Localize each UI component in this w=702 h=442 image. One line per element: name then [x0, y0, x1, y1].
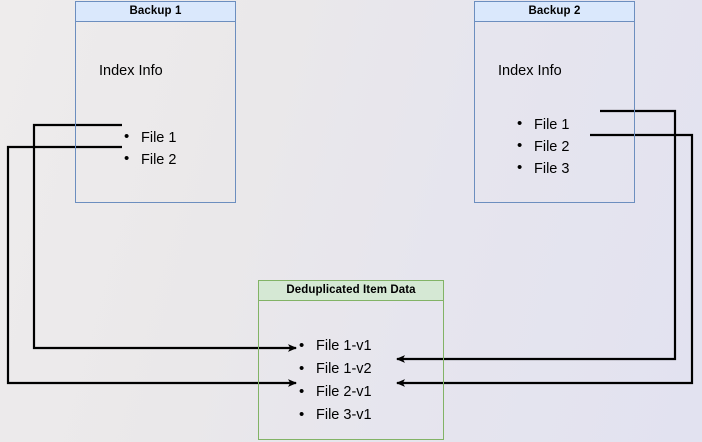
list-item: File 2 [517, 135, 569, 158]
list-item: File 1 [124, 126, 176, 149]
list-item: File 1-v2 [299, 357, 372, 381]
node-deduplicated-item-data[interactable]: Deduplicated Item Data File 1-v1 File 1-… [258, 280, 444, 440]
node-dedup-body: File 1-v1 File 1-v2 File 2-v1 File 3-v1 [258, 301, 444, 440]
node-backup-1[interactable]: Backup 1 Index Info File 1 File 2 [75, 1, 236, 203]
list-item: File 3-v1 [299, 403, 372, 427]
backup-1-index-label: Index Info [99, 63, 163, 79]
list-item: File 2-v1 [299, 380, 372, 404]
connector-backup2-file2-to-file2v1 [396, 133, 694, 387]
node-backup-2[interactable]: Backup 2 Index Info File 1 File 2 File 3 [474, 1, 635, 203]
connector-backup1-file1-to-file1v1 [32, 123, 297, 352]
backup-2-index-label: Index Info [498, 63, 562, 79]
connector-backup2-file1-to-file1v2 [396, 109, 677, 363]
list-item: File 1 [517, 113, 569, 136]
dedup-file-list: File 1-v1 File 1-v2 File 2-v1 File 3-v1 [299, 334, 372, 427]
list-item: File 1-v1 [299, 334, 372, 358]
node-backup-2-body: Index Info File 1 File 2 File 3 [474, 22, 635, 203]
connector-backup1-file2-to-file2v1 [6, 145, 297, 387]
backup-2-file-list: File 1 File 2 File 3 [517, 113, 569, 180]
list-item: File 2 [124, 148, 176, 171]
node-backup-1-title: Backup 1 [75, 1, 236, 22]
node-dedup-title: Deduplicated Item Data [258, 280, 444, 301]
node-backup-1-body: Index Info File 1 File 2 [75, 22, 236, 203]
backup-1-file-list: File 1 File 2 [124, 126, 176, 171]
list-item: File 3 [517, 157, 569, 180]
node-backup-2-title: Backup 2 [474, 1, 635, 22]
